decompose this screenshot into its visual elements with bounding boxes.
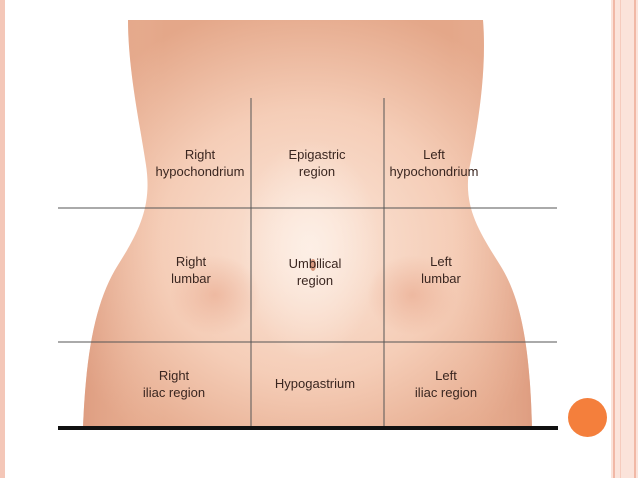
- region-label-line: Left: [435, 368, 457, 383]
- region-label-line: lumbar: [171, 271, 211, 286]
- region-umbilical: Umbilical region: [255, 255, 375, 289]
- region-label-line: Left: [423, 147, 445, 162]
- slide-right-border: [611, 0, 638, 478]
- slide-left-border: [0, 0, 5, 478]
- region-label-line: Epigastric: [288, 147, 346, 162]
- region-left-lumbar: Left lumbar: [381, 253, 501, 287]
- region-label-line: Hypogastrium: [274, 376, 356, 391]
- region-right-lumbar: Right lumbar: [131, 253, 251, 287]
- region-label-line: Right: [158, 368, 190, 383]
- border-stripe: [634, 0, 636, 478]
- region-left-iliac: Left iliac region: [386, 367, 506, 401]
- navel: [310, 259, 316, 271]
- region-label-line: Right: [184, 147, 216, 162]
- baseline-bar: [58, 426, 558, 430]
- border-stripe: [620, 0, 621, 478]
- region-right-hypochondrium: Right hypochondrium: [140, 146, 260, 180]
- hip-shadow-right: [367, 255, 457, 335]
- region-label-line: iliac region: [142, 385, 206, 400]
- region-label-line: Umbilical: [288, 256, 342, 271]
- region-epigastric: Epigastric region: [257, 146, 377, 180]
- region-label-line: lumbar: [421, 271, 461, 286]
- region-right-iliac: Right iliac region: [114, 367, 234, 401]
- region-label-line: iliac region: [414, 385, 478, 400]
- torso-highlight: [240, 140, 380, 360]
- region-hypogastrium: Hypogastrium: [255, 375, 375, 392]
- region-left-hypochondrium: Left hypochondrium: [374, 146, 494, 180]
- region-label-line: region: [296, 273, 334, 288]
- region-label-line: hypochondrium: [389, 164, 479, 179]
- region-label-line: hypochondrium: [155, 164, 245, 179]
- accent-circle: [568, 398, 607, 437]
- region-label-line: Left: [430, 254, 452, 269]
- region-label-line: Right: [175, 254, 207, 269]
- hip-shadow-left: [170, 255, 260, 335]
- region-label-line: region: [298, 164, 336, 179]
- border-stripe: [613, 0, 615, 478]
